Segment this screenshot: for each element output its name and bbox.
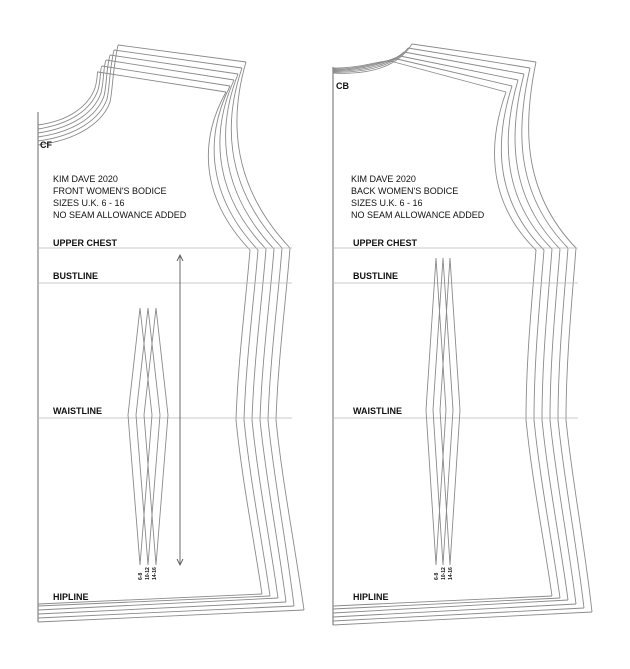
front-hem-lines — [37, 593, 305, 623]
back-shoulder-lines — [393, 43, 537, 93]
back-dart-size-2: 10-12 — [441, 567, 447, 580]
front-dart-size-2: 10-12 — [145, 567, 151, 580]
front-hipline-label: HIPLINE — [53, 592, 89, 602]
back-waistline-label: WAISTLINE — [353, 406, 402, 416]
back-waist-darts — [425, 257, 461, 566]
back-dart-size-1: 6-8 — [434, 573, 440, 580]
front-waist-darts — [127, 307, 169, 566]
back-hem-lines — [332, 595, 593, 626]
back-bodice-panel: CB KIM DAVE 2020 BACK WOMEN'S BODICE SIZ… — [332, 43, 593, 626]
front-corner-label: CF — [40, 140, 52, 150]
front-upper-chest-label: UPPER CHEST — [53, 238, 118, 248]
back-upper-chest-label: UPPER CHEST — [353, 238, 418, 248]
front-title-line-3: SIZES U.K. 6 - 16 — [53, 198, 125, 208]
back-neckline-curves — [332, 43, 413, 74]
front-neckline-curves — [37, 44, 119, 146]
back-bustline-label: BUSTLINE — [353, 271, 398, 281]
back-title-line-1: KIM DAVE 2020 — [351, 174, 416, 184]
back-dart-size-3: 14-16 — [448, 567, 454, 580]
back-side-seams — [525, 247, 593, 613]
front-bustline-label: BUSTLINE — [53, 271, 98, 281]
front-dart-size-1: 6-8 — [138, 573, 144, 580]
front-waistline-label: WAISTLINE — [53, 406, 102, 416]
back-corner-label: CB — [336, 81, 349, 91]
front-side-seams — [235, 247, 305, 611]
front-title-line-1: KIM DAVE 2020 — [53, 174, 118, 184]
front-bodice-panel: CF KIM DAVE 2020 FRONT WOMEN'S BODICE SI… — [37, 44, 305, 623]
front-armhole-curves — [207, 61, 291, 251]
front-shoulder-lines — [97, 44, 247, 93]
front-dart-size-3: 14-16 — [152, 567, 158, 580]
front-title-line-4: NO SEAM ALLOWANCE ADDED — [53, 210, 187, 220]
back-armhole-curves — [494, 61, 577, 251]
back-title-line-2: BACK WOMEN'S BODICE — [351, 186, 458, 196]
front-title-line-2: FRONT WOMEN'S BODICE — [53, 186, 167, 196]
front-grainline-arrow — [176, 253, 184, 567]
back-hipline-label: HIPLINE — [353, 592, 389, 602]
back-title-line-4: NO SEAM ALLOWANCE ADDED — [351, 210, 485, 220]
back-title-line-3: SIZES U.K. 6 - 16 — [351, 198, 423, 208]
